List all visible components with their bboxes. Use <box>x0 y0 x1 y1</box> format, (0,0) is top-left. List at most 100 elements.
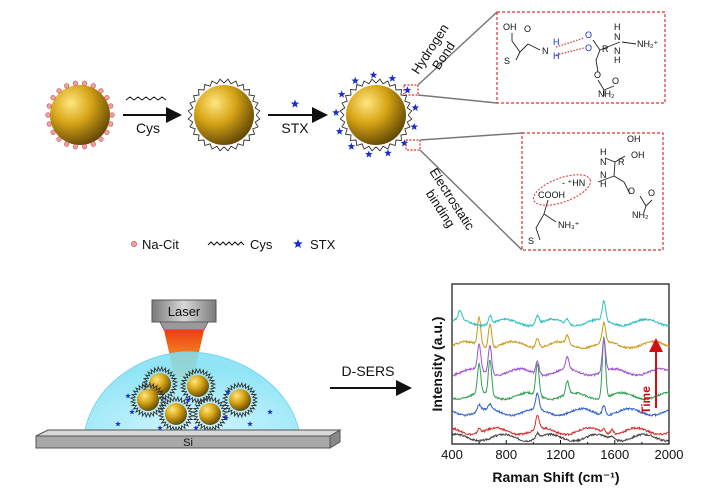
hb-atom: H <box>614 22 621 32</box>
el-atom: - ⁺HN <box>562 178 585 188</box>
stx-molecule <box>332 108 340 116</box>
spectrum-line <box>451 315 670 351</box>
stx-star-symbol <box>290 99 300 108</box>
el-atom: H <box>600 179 607 189</box>
na-cit-ligand <box>46 103 52 109</box>
laser-label: Laser <box>168 304 201 319</box>
cys-wavy-symbol <box>125 96 167 101</box>
hb-atom: O <box>524 24 531 34</box>
x-tick-label: 2000 <box>655 447 684 462</box>
hb-atom: O <box>594 70 601 80</box>
na-cit-ligand <box>64 83 70 89</box>
y-axis-label: Intensity (a.u.) <box>429 317 445 412</box>
stx-molecule <box>223 415 229 421</box>
zoom-line <box>419 132 523 141</box>
x-tick-label: 1200 <box>546 447 575 462</box>
na-cit-ligand <box>98 88 104 94</box>
gold-core <box>165 403 187 425</box>
legend-stx: STX <box>310 237 336 252</box>
stx-molecule <box>193 425 199 431</box>
na-cit-ligand <box>90 141 96 147</box>
el-atom: R <box>618 157 625 167</box>
legend-na-cit: Na-Cit <box>142 237 179 252</box>
time-label: Time <box>639 386 653 414</box>
step1-label: Cys <box>136 120 160 136</box>
spectrum-line <box>451 300 670 328</box>
stx-legend-star <box>293 239 303 249</box>
step2-label: STX <box>281 120 309 136</box>
stx-molecule <box>410 122 419 131</box>
citrate-gold-nanoparticle <box>45 80 115 150</box>
gold-core <box>229 389 251 411</box>
zoom-line <box>417 11 498 86</box>
stx-molecule <box>115 421 121 427</box>
na-cit-ligand <box>104 129 110 135</box>
spectrum-line <box>451 337 670 378</box>
stx-molecule <box>157 425 163 431</box>
stx-molecule <box>129 409 135 415</box>
stx-legend-star <box>293 239 303 249</box>
cys-legend-wave <box>207 241 245 246</box>
spectrum-line <box>451 391 670 418</box>
svg-text:Hydrogen Bond: Hydrogen Bond <box>408 18 466 85</box>
hb-atom: N <box>614 46 621 56</box>
na-cit-ligand <box>72 80 79 86</box>
x-axis-label: Raman Shift (cm⁻¹) <box>492 469 619 485</box>
electrostatic-binding-label: Electrostatic binding <box>414 165 480 244</box>
na-cit-ligand <box>81 144 88 150</box>
hb-atom: OH <box>503 22 517 32</box>
stx-star-symbol <box>290 99 300 108</box>
x-tick-label: 1600 <box>600 447 629 462</box>
el-atom: N <box>600 170 607 180</box>
stx-molecule <box>337 90 346 98</box>
na-cit-ligand <box>81 80 88 86</box>
na-cit-dot <box>131 241 137 247</box>
plot-frame <box>451 283 670 445</box>
el-atom: COOH <box>538 190 565 200</box>
el-atom: H <box>600 147 607 157</box>
stx-molecule <box>335 127 344 135</box>
zoom-line <box>417 94 498 104</box>
na-cit-ligand <box>50 129 56 135</box>
stx-molecule <box>347 142 356 150</box>
hb-atom: H <box>614 55 621 65</box>
gold-core <box>149 373 171 395</box>
stx-molecule <box>267 409 273 415</box>
na-cit-ligand <box>46 121 52 127</box>
gold-core <box>194 85 254 145</box>
na-cit-ligand <box>56 88 62 94</box>
stx-molecule <box>247 421 253 427</box>
el-atom: OH <box>627 134 641 144</box>
na-cit-ligand <box>50 95 56 101</box>
zoom-marker-upper <box>403 84 419 96</box>
hb-atom: H <box>553 51 560 61</box>
d-sers-label: D-SERS <box>342 363 395 379</box>
hb-atom: H <box>553 37 560 47</box>
hb-atom: R <box>602 44 609 54</box>
el-atom: O <box>628 186 635 196</box>
hydrogen-bond-label: Hydrogen Bond <box>408 18 466 85</box>
na-cit-ligand <box>72 144 79 150</box>
el-atom: S <box>528 236 534 246</box>
stx-molecule <box>125 393 131 399</box>
na-cit-ligand <box>56 136 62 142</box>
stx-molecule <box>225 389 231 395</box>
cys-shell <box>187 78 261 152</box>
na-cit-ligand <box>104 95 110 101</box>
stx-molecule <box>403 86 412 94</box>
legend: Na-Cit Cys STX <box>131 237 336 252</box>
cys-shell <box>339 78 413 152</box>
na-cit-ligand <box>45 112 51 118</box>
stx-molecule <box>365 150 373 158</box>
cys-shell <box>157 395 195 433</box>
spectrum-line <box>451 414 670 437</box>
stx-molecule <box>384 149 392 157</box>
stx-molecule <box>369 71 378 79</box>
cys-gold-nanoparticle <box>187 78 261 152</box>
hb-atom: O <box>612 76 619 86</box>
svg-text:Electrostatic binding: Electrostatic binding <box>414 165 480 244</box>
silicon-substrate: Si <box>35 429 342 449</box>
zoom-marker-lower <box>405 139 421 151</box>
gold-core <box>346 85 406 145</box>
